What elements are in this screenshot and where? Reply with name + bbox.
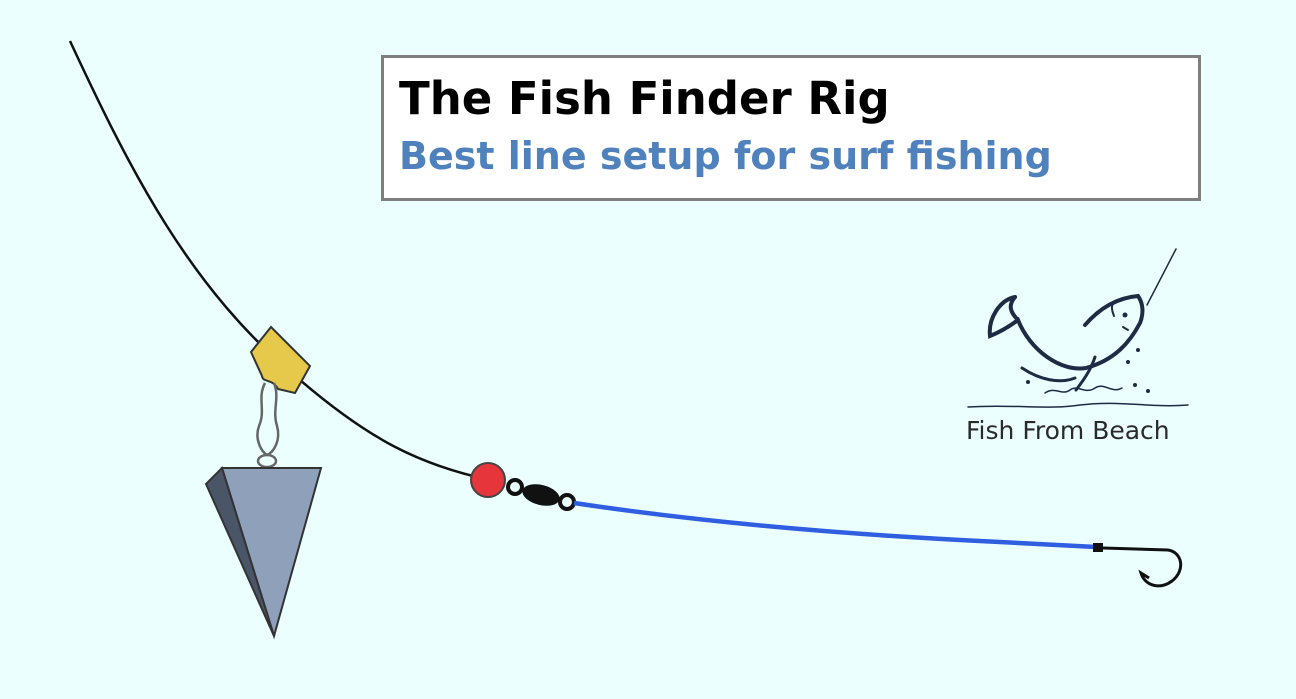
- sinker-eye: [256, 453, 278, 469]
- barrel-swivel-icon: [506, 478, 576, 511]
- fish-jumping-icon: [967, 248, 1189, 408]
- bead-icon: [470, 462, 506, 498]
- title-box: The Fish Finder Rig Best line setup for …: [381, 55, 1201, 201]
- logo-text: Fish From Beach: [966, 416, 1170, 445]
- sinker-slide-icon: [249, 325, 312, 395]
- snap-link-icon: [256, 382, 280, 457]
- pyramid-sinker-icon: [204, 466, 323, 640]
- diagram-title: The Fish Finder Rig: [399, 72, 890, 125]
- leader-line: [573, 500, 1097, 550]
- hook-icon: [1093, 543, 1183, 588]
- diagram-subtitle: Best line setup for surf fishing: [399, 134, 1052, 178]
